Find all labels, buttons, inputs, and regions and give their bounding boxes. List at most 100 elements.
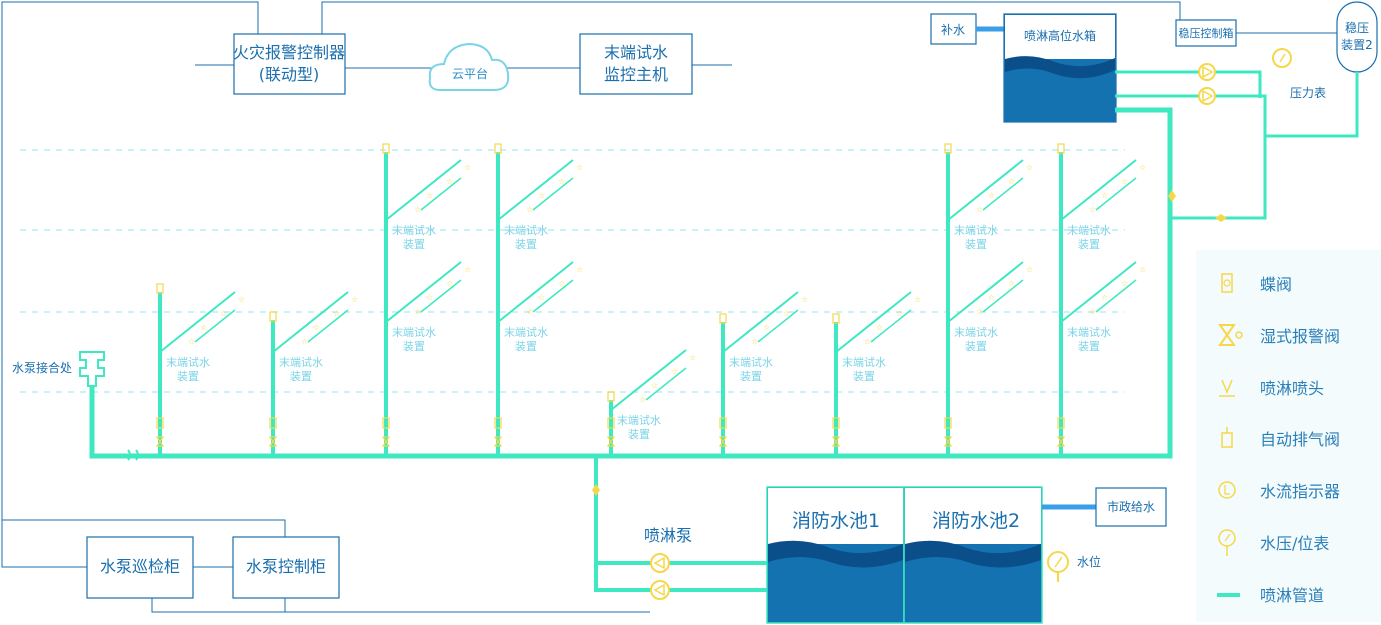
test-device-label: 末端试水 (279, 355, 323, 369)
test-device-label: 装置 (177, 370, 199, 383)
sprinkler-head-icon: ☆ (651, 381, 658, 390)
sprinkler-head-icon: ☆ (464, 265, 471, 274)
sprinkler-head-icon: ☆ (464, 163, 471, 172)
wet-alarm-valve-icon (943, 436, 953, 447)
sprinkler-head-icon: ☆ (526, 205, 533, 214)
sprinkler-head-icon: ☆ (558, 279, 565, 288)
branch-pipe (1095, 279, 1137, 313)
sprinkler-head-icon: ☆ (414, 205, 421, 214)
sprinkler-risers: ☆☆☆☆末端试水装置☆☆☆☆末端试水装置☆☆☆☆末端试水装置☆☆☆☆末端试水装置… (155, 143, 1146, 456)
stab-device-line1: 稳压 (1345, 20, 1369, 35)
sprinkler-head-icon: ☆ (1008, 177, 1015, 186)
pump-control-cabinet: 水泵控制柜 (232, 536, 340, 599)
sprinkler-head-icon: ☆ (238, 295, 245, 304)
sprinkler-head-icon: ☆ (1026, 163, 1033, 172)
branch-pipe (292, 307, 329, 337)
test-device-label: 装置 (965, 340, 987, 353)
test-device-label: 末端试水 (617, 413, 661, 427)
air-vent-valve-icon (269, 311, 277, 322)
legend-item-butterfly-valve: 蝶阀 (1221, 273, 1292, 294)
control-wiring (1, 1, 1181, 613)
sprinkler-head-icon: ☆ (976, 205, 983, 214)
spray-pumps (592, 484, 670, 600)
branch-pipe (742, 307, 779, 337)
branch-pipe (517, 175, 554, 205)
branch-pipe (1080, 277, 1117, 307)
test-device-label: 装置 (403, 340, 425, 353)
stab-device-line2: 装置2 (1341, 38, 1373, 52)
test-device-label: 装置 (965, 238, 987, 251)
test-device-label: 装置 (403, 238, 425, 251)
air-vent-valve-icon (382, 143, 390, 154)
legend-panel (1196, 250, 1381, 622)
legend: 蝶阀 湿式报警阀 喷淋喷头 自动排气阀 水流指示器 水压/位表 (1196, 250, 1381, 622)
air-vent-valve-icon (494, 143, 502, 154)
sprinkler-head-icon: ☆ (988, 293, 995, 302)
branch-pipe (982, 279, 1024, 313)
wire (321, 1, 1181, 35)
test-device-label: 末端试水 (166, 355, 210, 369)
sprinkler-head-icon (1221, 379, 1233, 394)
branch-pipe (420, 177, 462, 211)
sprinkler-head-icon: ☆ (426, 191, 433, 200)
test-device-label: 末端试水 (392, 325, 436, 339)
test-device-label: 末端试水 (729, 355, 773, 369)
stab-pipe (1265, 72, 1359, 138)
flow-indicator-icon (1057, 417, 1065, 429)
wet-alarm-valve-icon (718, 436, 728, 447)
stabilizer-cabinet: 稳压控制箱 (1175, 19, 1237, 47)
wet-alarm-valve-icon (606, 436, 616, 447)
flow-indicator-icon (719, 417, 727, 429)
flex-joint-icon (127, 449, 139, 461)
sprinkler-head-icon: ☆ (988, 191, 995, 200)
sprinkler-head-icon: ☆ (538, 191, 545, 200)
test-device-label: 末端试水 (1067, 325, 1111, 339)
cloud-platform: 云平台 (428, 42, 510, 91)
legend-item-air-vent-valve: 自动排气阀 (1221, 427, 1340, 449)
test-device-label: 末端试水 (392, 223, 436, 237)
sprinkler-head-icon: ☆ (1008, 279, 1015, 288)
pump-adapter: 水泵接合处 (12, 351, 139, 461)
legend-label: 蝶阀 (1260, 275, 1292, 294)
wet-alarm-valve-icon (831, 436, 841, 447)
sprinkler-head-icon: ☆ (976, 307, 983, 316)
branch-pipe (307, 309, 349, 343)
sprinkler-head-icon: ☆ (576, 265, 583, 274)
butterfly-valve-icon (1215, 214, 1227, 222)
branch-pipe (532, 177, 574, 211)
sprinkler-head-icon: ☆ (220, 309, 227, 318)
branch-pipe (870, 309, 912, 343)
air-vent-valve-icon (607, 391, 615, 402)
sprinkler-head-icon: ☆ (1026, 265, 1033, 274)
air-vent-valve-icon (156, 283, 164, 294)
fire-alarm-controller: 火灾报警控制器 (联动型) (233, 33, 346, 95)
sprinkler-head-icon: ☆ (1139, 265, 1146, 274)
high-water-tank: 喷淋高位水箱 (1003, 13, 1117, 123)
legend-item-pressure-gauge: 水压/位表 (1218, 529, 1329, 556)
legend-label: 水压/位表 (1260, 534, 1329, 553)
pump-pipe (594, 456, 767, 592)
sprinkler-head-icon: ☆ (1101, 293, 1108, 302)
fire-pool-2: 消防水池2 (903, 486, 1043, 624)
legend-item-sprinkler-head: 喷淋喷头 (1219, 379, 1324, 398)
cloud-label: 云平台 (452, 66, 488, 81)
stab-pumps (1168, 48, 1292, 222)
sprinkler-head-icon: ☆ (526, 307, 533, 316)
legend-item-wet-alarm-valve: 湿式报警阀 (1218, 324, 1340, 346)
sprinkler-head-icon: ☆ (188, 337, 195, 346)
pump-inspection-cabinet: 水泵巡检柜 (86, 536, 194, 599)
flow-indicator-icon (607, 417, 615, 429)
branch-pipe (405, 277, 442, 307)
refill-label: 补水 (941, 23, 965, 37)
test-device-label: 装置 (515, 238, 537, 251)
stab-pipe (1115, 94, 1267, 220)
sprinkler-head-icon: ☆ (351, 295, 358, 304)
flow-indicator-icon (494, 417, 502, 429)
flow-indicator-icon (156, 417, 164, 429)
municipal-label: 市政给水 (1107, 499, 1155, 514)
wet-alarm-valve-icon (155, 436, 165, 447)
branch-pipe (420, 279, 462, 313)
sprinkler-head-icon: ☆ (558, 177, 565, 186)
